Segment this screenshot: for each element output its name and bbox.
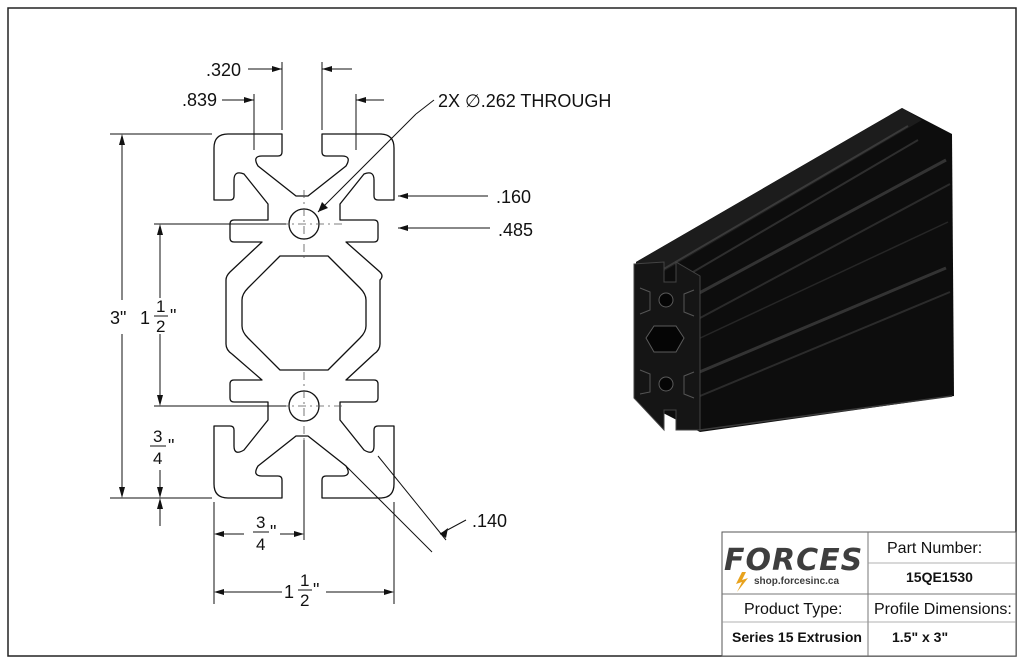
dim-wall: .140 (472, 511, 507, 531)
dim-width: 1 1 2 " (284, 571, 319, 610)
title-block (721, 531, 1017, 657)
svg-text:": " (313, 580, 319, 600)
svg-text:1: 1 (140, 308, 150, 328)
svg-text:FORCES: FORCES (724, 543, 863, 578)
svg-text:3: 3 (153, 427, 162, 446)
forces-logo: FORCES shop.forcesinc.ca (724, 543, 863, 592)
center-cavity (241, 255, 367, 371)
dim-slot-width: .320 (206, 60, 241, 80)
profile-dimensions-value: 1.5" x 3" (892, 629, 948, 645)
extrusion-3d-view (633, 108, 954, 432)
svg-text:": " (168, 436, 174, 456)
dim-half-height: 3 4 " (150, 427, 174, 468)
svg-text:3: 3 (256, 513, 265, 532)
dim-hole-center: .485 (498, 220, 533, 240)
dim-overall-height: 3" (110, 308, 126, 328)
part-number-value: 15QE1530 (906, 569, 973, 585)
svg-text:shop.forcesinc.ca: shop.forcesinc.ca (754, 576, 839, 587)
dim-slot-offset: .839 (182, 90, 217, 110)
svg-text:2: 2 (156, 317, 165, 336)
svg-text:1: 1 (284, 582, 294, 602)
profile-dimensions-label: Profile Dimensions: (874, 601, 1012, 618)
svg-text:4: 4 (153, 449, 162, 468)
product-type-label: Product Type: (744, 601, 842, 618)
sheet-border (7, 7, 1017, 657)
svg-text:4: 4 (256, 535, 265, 554)
svg-text:2: 2 (300, 591, 309, 610)
svg-text:1: 1 (156, 297, 165, 316)
dim-hole-note: 2X ∅.262 THROUGH (438, 91, 611, 111)
dimension-lines (110, 62, 490, 604)
svg-text:1: 1 (300, 571, 309, 590)
extrusion-top-face (636, 108, 922, 276)
lightning-icon (736, 572, 748, 592)
extrusion-body (634, 108, 954, 432)
part-number-label: Part Number: (887, 540, 982, 557)
svg-text:": " (270, 522, 276, 542)
dim-hole-spacing: 1 1 2 " (140, 297, 176, 336)
product-type-value: Series 15 Extrusion (732, 629, 862, 645)
dim-lip: .160 (496, 187, 531, 207)
svg-text:": " (170, 306, 176, 326)
profile-outline (213, 133, 395, 499)
dim-half-width: 3 4 " (253, 513, 276, 554)
arrowheads (119, 66, 448, 595)
center-lines (262, 190, 346, 440)
